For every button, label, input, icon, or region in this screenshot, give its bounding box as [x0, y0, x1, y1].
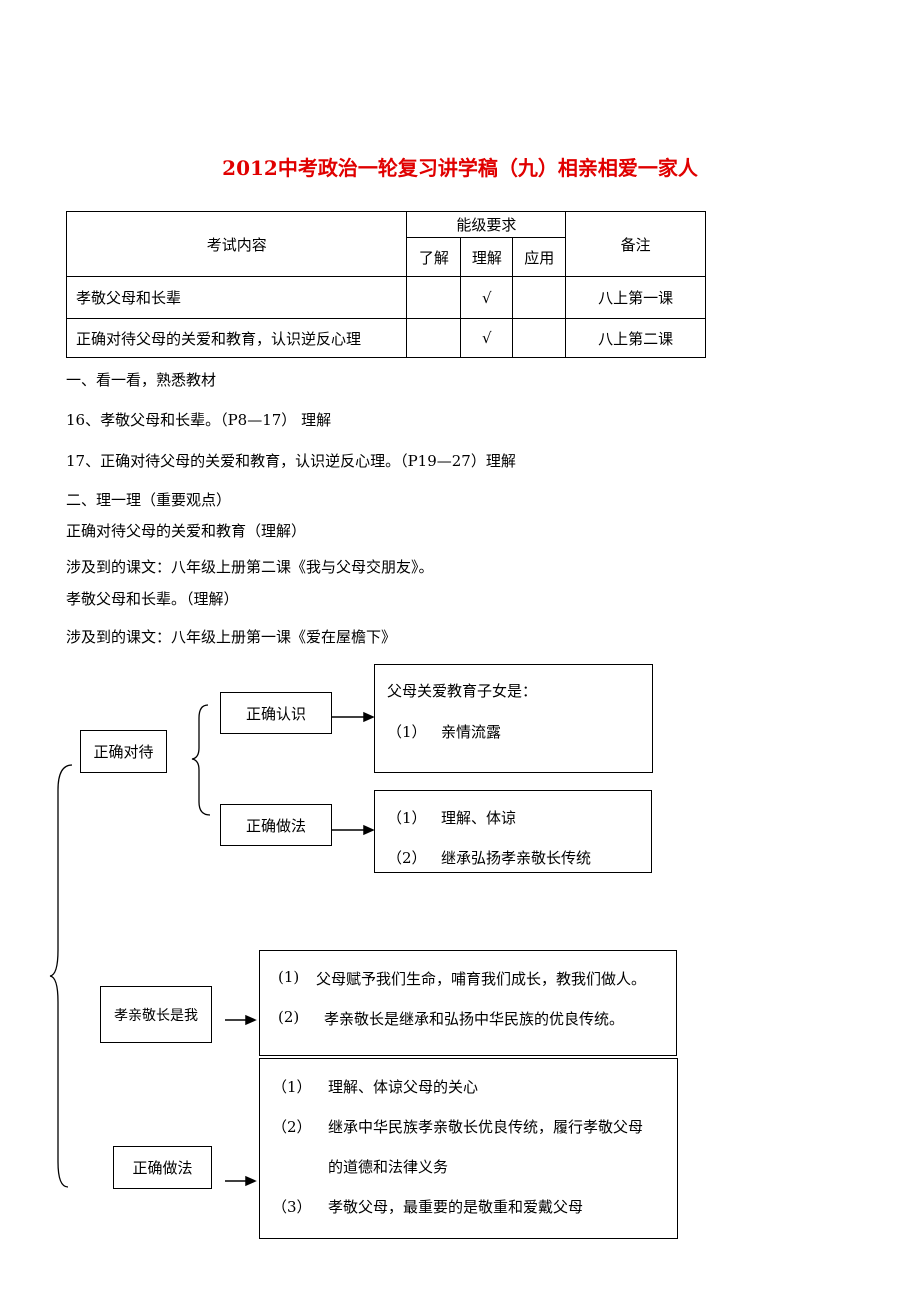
item-text: 父母赋予我们生命，哺育我们成长，教我们做人。 [316, 970, 647, 988]
row-level: √ [460, 276, 514, 319]
header-content: 考试内容 [65, 211, 408, 277]
item-text: 孝亲敬长是继承和弘扬中华民族的优良传统。 [324, 1010, 625, 1028]
item-text: 亲情流露 [441, 723, 502, 741]
text-line: 正确对待父母的关爱和教育（理解） [66, 522, 307, 540]
exam-requirements-table: 考试内容 能级要求 备注 了解 理解 应用 孝敬父母和长辈 √ 八上第一课 正确… [65, 211, 706, 358]
item-text: 继承弘扬孝亲敬长传统 [441, 849, 592, 867]
row-content: 孝敬父母和长辈 [65, 276, 408, 319]
section-heading: 二、理一理（重要观点） [66, 491, 232, 509]
node-correct-understanding: 正确认识 [220, 692, 332, 734]
item-number: （3） [272, 1198, 312, 1216]
text-line: 16、孝敬父母和长辈。（P8—17） 理解 [66, 411, 332, 429]
row-level: √ [460, 318, 514, 358]
row-content: 正确对待父母的关爱和教育，认识逆反心理 [65, 318, 408, 358]
text-line: 孝敬父母和长辈。（理解） [66, 590, 239, 608]
item-text: 继承中华民族孝亲敬长优良传统，履行孝敬父母 [328, 1118, 644, 1136]
small-brace [191, 704, 211, 816]
table-row: 正确对待父母的关爱和教育，认识逆反心理 √ 八上第二课 [65, 318, 706, 358]
text-line: 涉及到的课文：八年级上册第一课《爱在屋檐下》 [66, 628, 397, 646]
item-number: (2) [278, 1008, 300, 1026]
item-number: （1） [387, 723, 427, 741]
item-number: （2） [272, 1118, 312, 1136]
filial-detail-box: (1) 父母赋予我们生命，哺育我们成长，教我们做人。 (2) 孝亲敬长是继承和弘… [259, 950, 677, 1056]
row-level [512, 318, 567, 358]
item-text: 理解、体谅父母的关心 [328, 1078, 479, 1096]
node-correct-practice: 正确做法 [220, 804, 332, 846]
table-row: 孝敬父母和长辈 √ 八上第一课 [65, 276, 706, 319]
item-number: （1） [387, 809, 427, 827]
row-note: 八上第二课 [565, 318, 706, 358]
row-level [512, 276, 567, 319]
item-text: 孝敬父母，最重要的是敬重和爱戴父母 [328, 1198, 584, 1216]
item-number: (1) [278, 968, 300, 986]
box-title: 父母关爱教育子女是： [387, 682, 538, 700]
practice-detail-box: （1） 理解、体谅 （2） 继承弘扬孝亲敬长传统 [374, 790, 652, 873]
row-note: 八上第一课 [565, 276, 706, 319]
node-filial-respect: 孝亲敬长是我 [100, 986, 212, 1043]
item-number: （1） [272, 1078, 312, 1096]
node-correct-treatment: 正确对待 [80, 730, 167, 773]
header-level: 能级要求 [406, 211, 567, 238]
item-text: 的道德和法律义务 [328, 1158, 449, 1176]
document-title: 2012中考政治一轮复习讲学稿（九）相亲相爱一家人 [222, 156, 698, 180]
header-note: 备注 [565, 211, 706, 277]
section-heading: 一、看一看，熟悉教材 [66, 371, 217, 389]
practice-detail-box-2: （1） 理解、体谅父母的关心 （2） 继承中华民族孝亲敬长优良传统，履行孝敬父母… [259, 1058, 678, 1239]
text-line: 涉及到的课文：八年级上册第二课《我与父母交朋友》。 [66, 558, 434, 576]
row-level [406, 318, 462, 358]
item-number: （2） [387, 849, 427, 867]
text-line: 17、正确对待父母的关爱和教育，认识逆反心理。（P19—27）理解 [66, 452, 516, 470]
item-text: 理解、体谅 [441, 809, 517, 827]
arrow [225, 711, 375, 1187]
header-level-understand: 理解 [460, 237, 514, 277]
node-correct-practice-2: 正确做法 [113, 1146, 212, 1189]
understanding-detail-box: 父母关爱教育子女是： （1） 亲情流露 [374, 664, 653, 773]
header-level-apply: 应用 [512, 237, 567, 277]
large-brace [49, 764, 73, 1188]
